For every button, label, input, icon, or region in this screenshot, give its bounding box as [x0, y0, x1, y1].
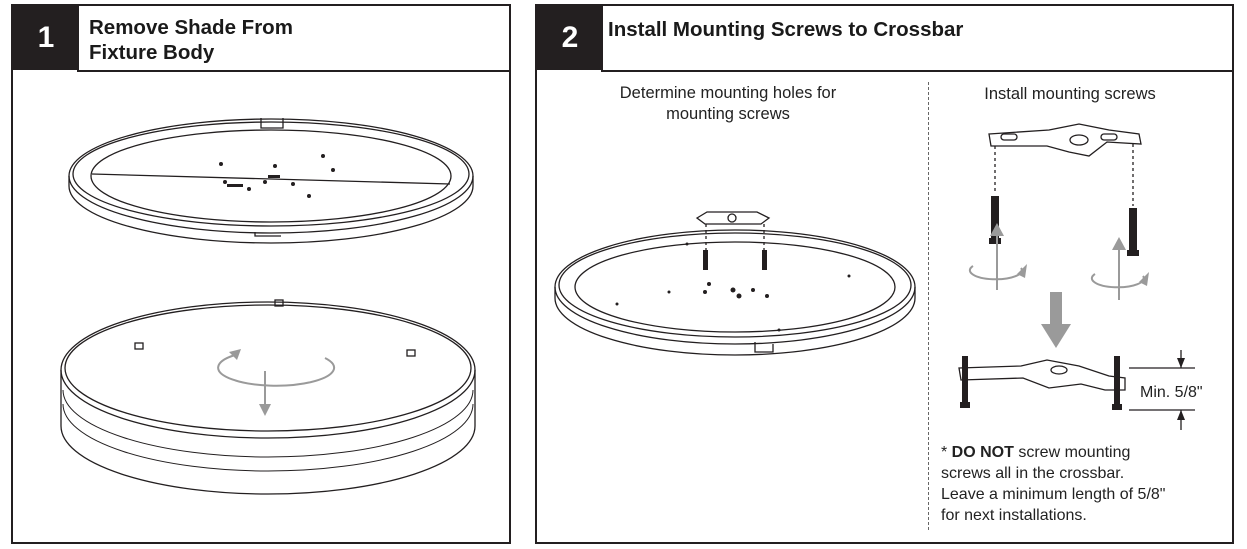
- step-1-number: 1: [13, 6, 79, 70]
- note-line-1: * DO NOT screw mounting: [941, 442, 1231, 463]
- note-prefix: *: [941, 444, 952, 461]
- step-1-title-line-2: Fixture Body: [89, 41, 215, 64]
- fixture-body-illustration: [60, 118, 476, 495]
- installation-note: * DO NOT screw mounting screws all in th…: [941, 442, 1231, 526]
- install-screws-caption: Install mounting screws: [984, 85, 1156, 103]
- step-2-title: Install Mounting Screws to Crossbar: [608, 18, 964, 41]
- step-2-panel: 2 Install Mounting Screws to Crossbar De…: [535, 4, 1234, 544]
- minimum-length-label: Min. 5/8": [1140, 384, 1203, 401]
- caption-line-2: mounting screws: [666, 105, 790, 123]
- rotate-arrow-icon: [217, 354, 336, 409]
- step-1-title: Remove Shade From Fixture Body: [89, 15, 349, 65]
- fixture-with-crossbar-illustration: [554, 211, 916, 356]
- step-2-header-rule: [601, 70, 1232, 72]
- step-2-number: 2: [537, 6, 603, 70]
- note-line-1-rest: screw mounting: [1013, 444, 1131, 461]
- panel-divider: [928, 82, 929, 530]
- step-1-title-line-1: Remove Shade From: [89, 16, 293, 39]
- note-line-3: Leave a minimum length of 5/8": [941, 486, 1166, 503]
- step-1-panel: 1 Remove Shade From Fixture Body: [11, 4, 511, 544]
- up-arrow-icon: [990, 223, 1004, 236]
- step-1-header-rule: [77, 70, 509, 72]
- screw-installation-illustration: [958, 123, 1195, 430]
- caption-line-1: Determine mounting holes for: [619, 84, 837, 102]
- note-line-2: screws all in the crossbar.: [941, 465, 1125, 482]
- determine-holes-caption: Determine mounting holes for mounting sc…: [583, 83, 873, 125]
- down-arrow-icon: [1041, 324, 1071, 348]
- note-emphasis: DO NOT: [951, 444, 1014, 461]
- note-line-4: for next installations.: [941, 507, 1087, 524]
